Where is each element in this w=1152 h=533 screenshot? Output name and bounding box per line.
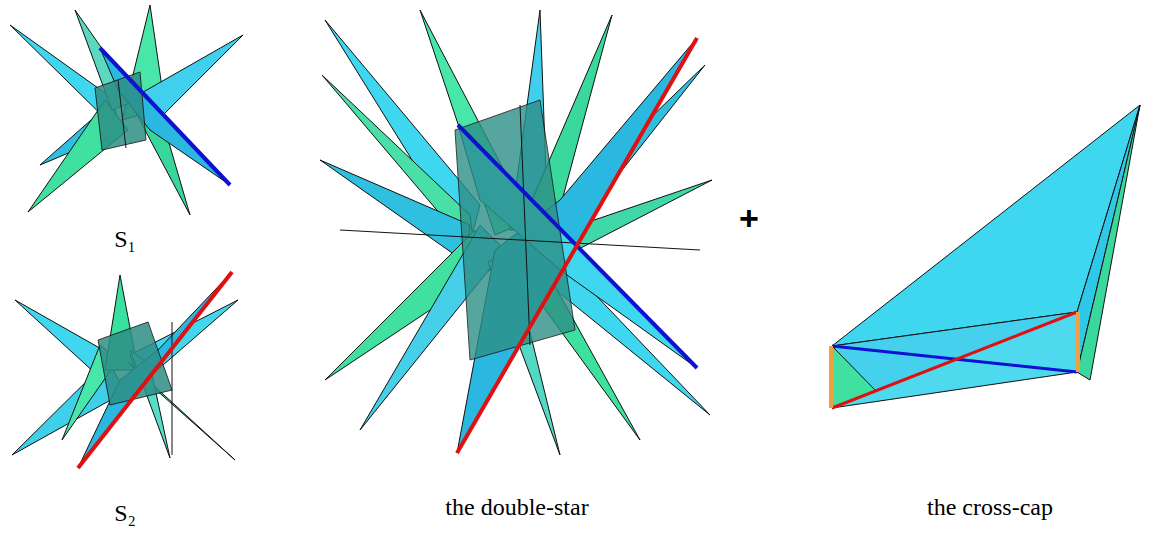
star-s1: [10, 5, 243, 215]
figure-label: the cross-cap: [927, 494, 1053, 520]
figure-label: S₂: [114, 500, 136, 526]
cross-cap: [831, 105, 1140, 408]
figure-label: S₁: [114, 226, 136, 252]
star-s2: [12, 272, 238, 468]
plus-sign: +: [739, 200, 759, 237]
figure-label: the double-star: [445, 494, 588, 520]
double-star: [320, 10, 712, 455]
